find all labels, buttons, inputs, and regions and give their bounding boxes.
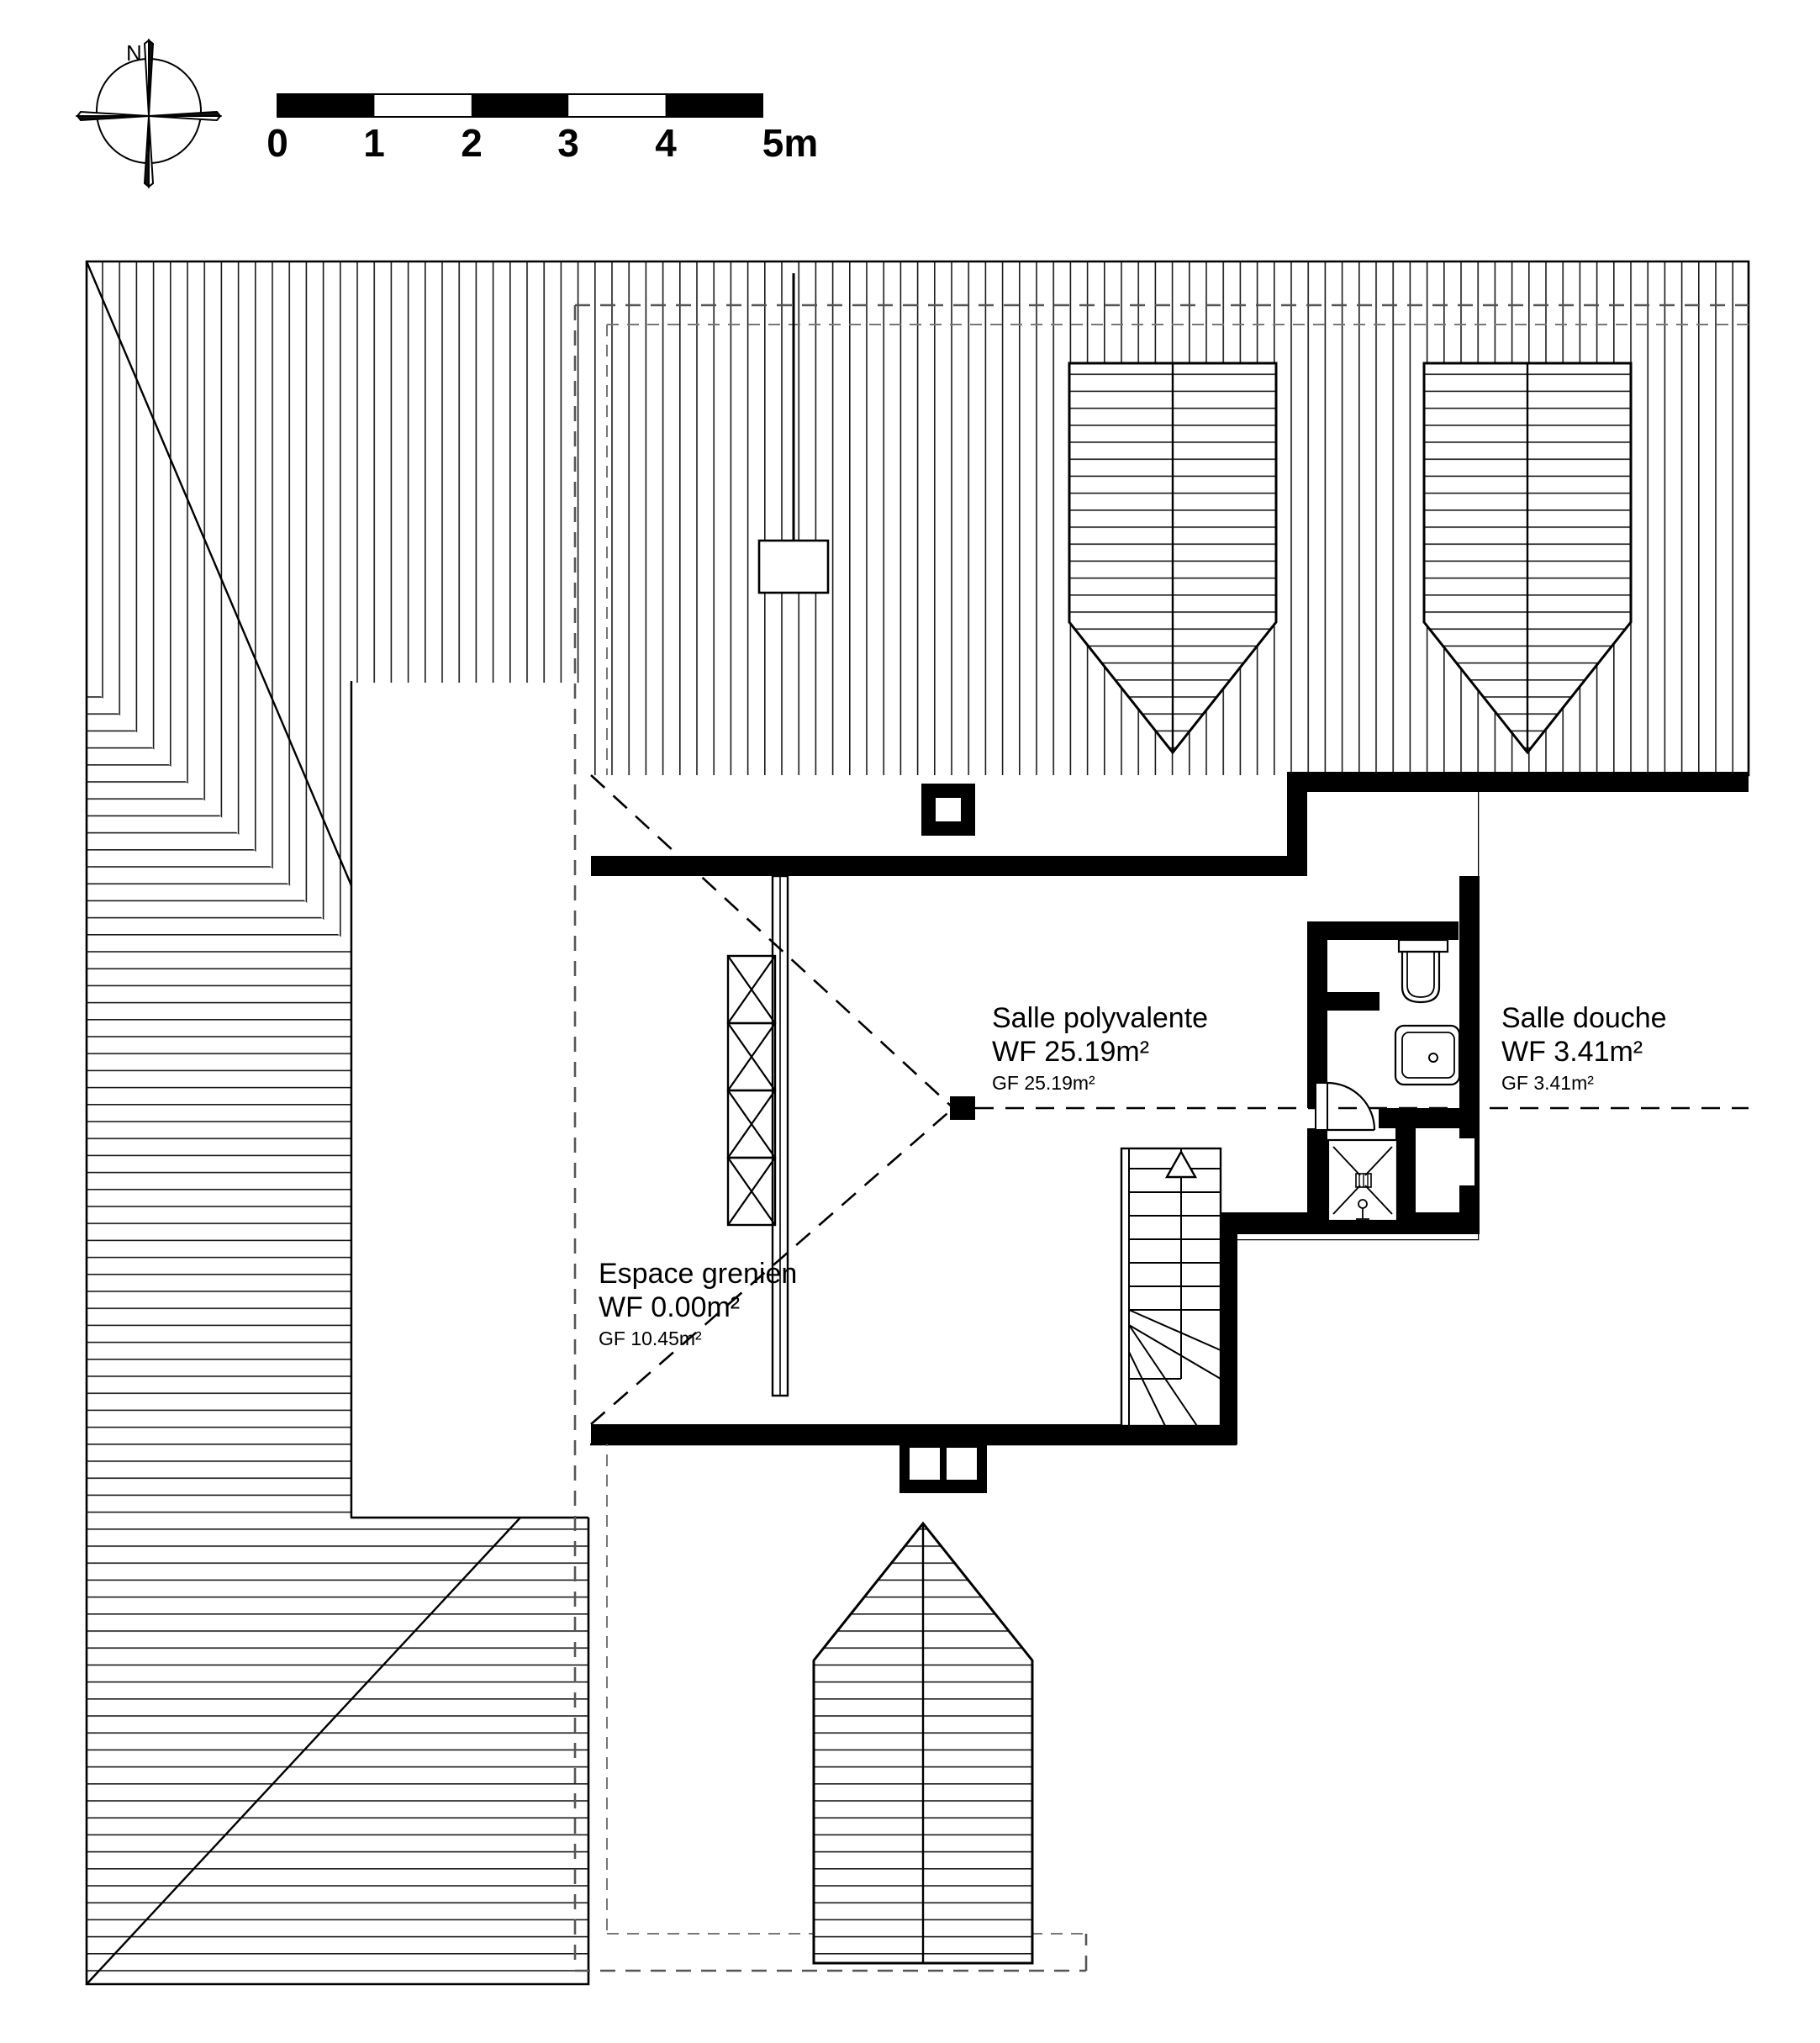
interior-upper-fill [591,775,1478,858]
double-chimney-icon [899,1441,987,1493]
scale-tick-4: 4 [655,121,677,165]
scale-tick-1: 1 [363,121,385,165]
compass-rose-icon [75,38,223,189]
wall-bath-niche [1307,992,1380,1011]
chimney-icon [921,784,975,836]
room-name: Salle polyvalente [992,1002,1208,1034]
wall-north-east [1287,772,1749,792]
interior-floor-fill [591,858,1478,1444]
partition-stub [771,874,789,1397]
room-label-espace-grenien: Espace grenien WF 0.00m² GF 10.45m² [599,1258,797,1349]
section-line [590,774,1749,1425]
scale-tick-2: 2 [461,121,483,165]
section-marker [950,1096,975,1120]
building-projection-outline [573,304,1749,1972]
north-label: N [126,40,142,66]
room-label-salle-douche: Salle douche WF 3.41m² GF 3.41m² [1501,1002,1667,1094]
up-arrow-icon [1164,1149,1198,1179]
scale-tick-0: 0 [266,121,288,165]
building-projection-inner [606,324,1749,1935]
toilet-icon [1397,938,1449,1004]
roof-flat-area [351,683,590,1518]
closet-units-icon [726,954,777,1227]
scale-tick-5: 5m [762,121,818,165]
room-gf: GF 10.45m² [599,1328,702,1349]
wall-niche-opening [1426,1138,1474,1185]
wall-group [591,772,1749,1444]
scale-bar-icon [277,93,763,118]
wall-bath-north [1307,921,1459,940]
room-name: Salle douche [1501,1002,1667,1034]
door-swing-icon[interactable] [1315,1081,1376,1132]
wall-bath-west [1307,921,1327,1108]
staircase-icon [1120,1147,1222,1428]
wall-north [591,856,1307,876]
roof-hip-line-sw [86,1444,589,1985]
scale-bar-ticks: 0 1 2 3 4 5m [266,121,818,165]
sink-icon [1394,1024,1461,1086]
room-gf: GF 25.19m² [992,1072,1095,1094]
scale-tick-3: 3 [557,121,579,165]
room-wf: WF 25.19m² [992,1036,1149,1068]
wall-east-bath [1459,876,1480,1108]
room-label-salle-polyvalente: Salle polyvalente WF 25.19m² GF 25.19m² [992,1002,1208,1094]
room-wf: WF 0.00m² [599,1291,740,1323]
shower-tray-icon [1327,1138,1399,1222]
roof-hatch-icon [757,273,830,594]
room-wf: WF 3.41m² [1501,1036,1643,1068]
room-name: Espace grenien [599,1258,797,1290]
room-gf: GF 3.41m² [1501,1072,1594,1094]
